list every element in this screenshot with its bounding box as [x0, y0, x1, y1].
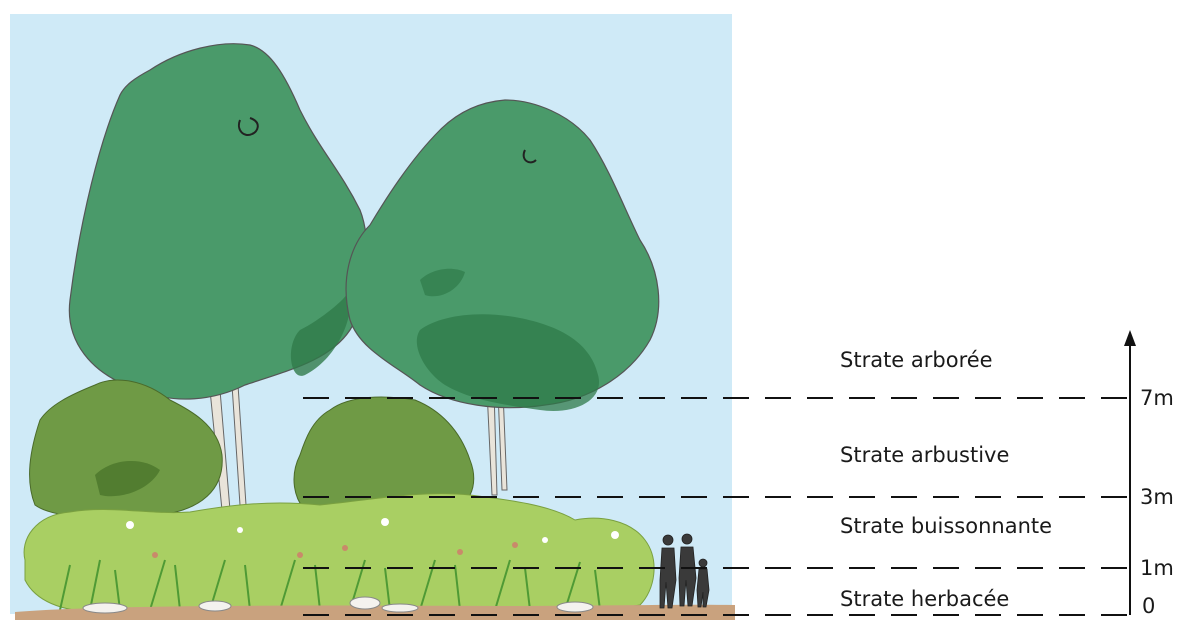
tick-label-3m: 3m [1140, 485, 1174, 509]
tree-left [68, 43, 369, 511]
tick-label-1m: 1m [1140, 556, 1174, 580]
height-axis [1124, 330, 1136, 615]
stratum-label-arboree: Strate arborée [840, 348, 993, 372]
stratum-label-herbacee: Strate herbacée [840, 587, 1009, 611]
stratum-label-arbustive: Strate arbustive [840, 443, 1009, 467]
stones [82, 596, 594, 614]
stratum-boundaries [303, 397, 1128, 616]
stratum-label-buissonnante: Strate buissonnante [840, 514, 1052, 538]
tick-label-7m: 7m [1140, 386, 1174, 410]
human-figures [659, 533, 710, 609]
shrub-left [29, 379, 223, 519]
bush-layer [23, 493, 655, 613]
ground [15, 604, 735, 620]
arrow-up-icon [1124, 330, 1136, 346]
tick-label-0: 0 [1142, 594, 1155, 618]
tree-right [345, 99, 660, 496]
grass-layer [59, 559, 601, 611]
